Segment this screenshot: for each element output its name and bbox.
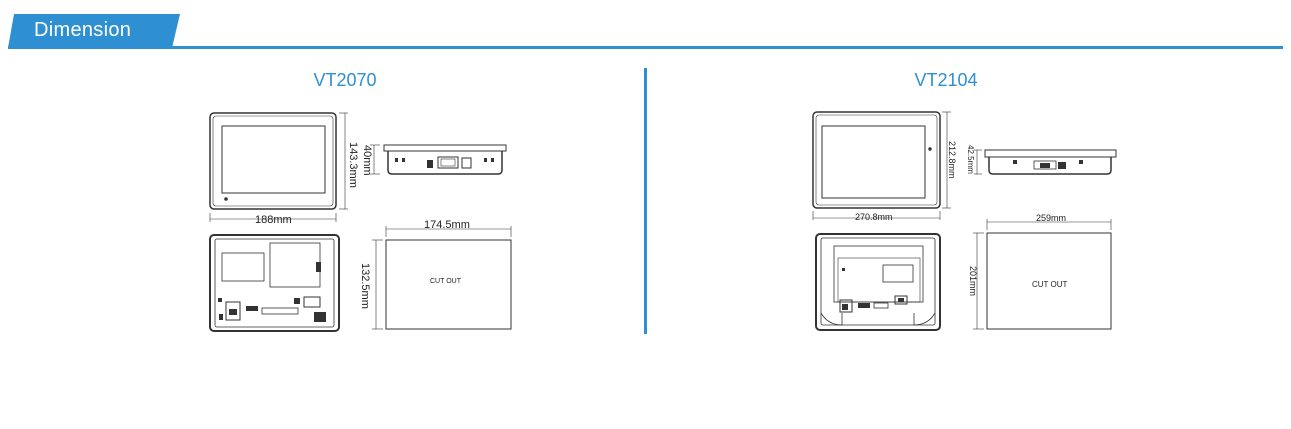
vt2104-depth-label: 42.5mm [966,145,975,174]
vt2104-cutout-height-label: 201mm [968,266,978,296]
vt2070-cutout-width-dimension [385,226,512,237]
vt2104-cutout-view [986,232,1112,330]
section-tab-shape [8,14,180,48]
vt2104-front-view [812,111,941,209]
vt2070-side-view [383,144,507,175]
vt2104-cutout-width-label: 259mm [1036,213,1066,223]
vt2104-height-label: 212.8mm [947,141,957,179]
vt2104-cutout-width-dimension [986,219,1112,230]
vt2104-depth-dimension [974,149,982,175]
vt2104-rear-view [815,233,941,331]
vt2104-side-view [984,149,1117,175]
vt2070-height-label: 143.3mm [347,142,359,188]
vt2070-front-view [209,112,337,210]
model-title-vt2070: VT2070 [313,70,377,90]
vt2104-height-dimension [942,111,951,209]
vt2070-cutout-height-label: 132.5mm [359,263,371,309]
vt2070-rear-view [209,234,340,332]
vt2070-depth-label: 40mm [361,145,373,176]
vt2070-cutout-label: CUT OUT [430,278,462,285]
vt2070-width-dimension [209,213,337,222]
vt2070-cutout-width-label: 174.5mm [424,219,470,231]
column-divider [644,68,647,334]
section-tab: Dimension [8,14,180,48]
vt2070-height-dimension [339,112,348,210]
section-title: Dimension [34,19,132,41]
vt2070-depth-dimension [370,144,380,175]
model-title-vt2104: VT2104 [914,70,978,90]
vt2070-cutout-view [385,239,512,330]
vt2070-cutout-height-dimension [372,239,383,330]
header-rule [8,46,1283,49]
vt2104-width-label: 270.8mm [855,212,893,222]
vt2070-width-label: 188mm [255,214,292,226]
vt2070-drawings [209,112,512,332]
vt2104-cutout-label: CUT OUT [1032,280,1068,289]
vt2104-drawings [812,111,1117,331]
vt2104-width-dimension [812,211,941,220]
vt2104-cutout-height-dimension [973,232,984,330]
